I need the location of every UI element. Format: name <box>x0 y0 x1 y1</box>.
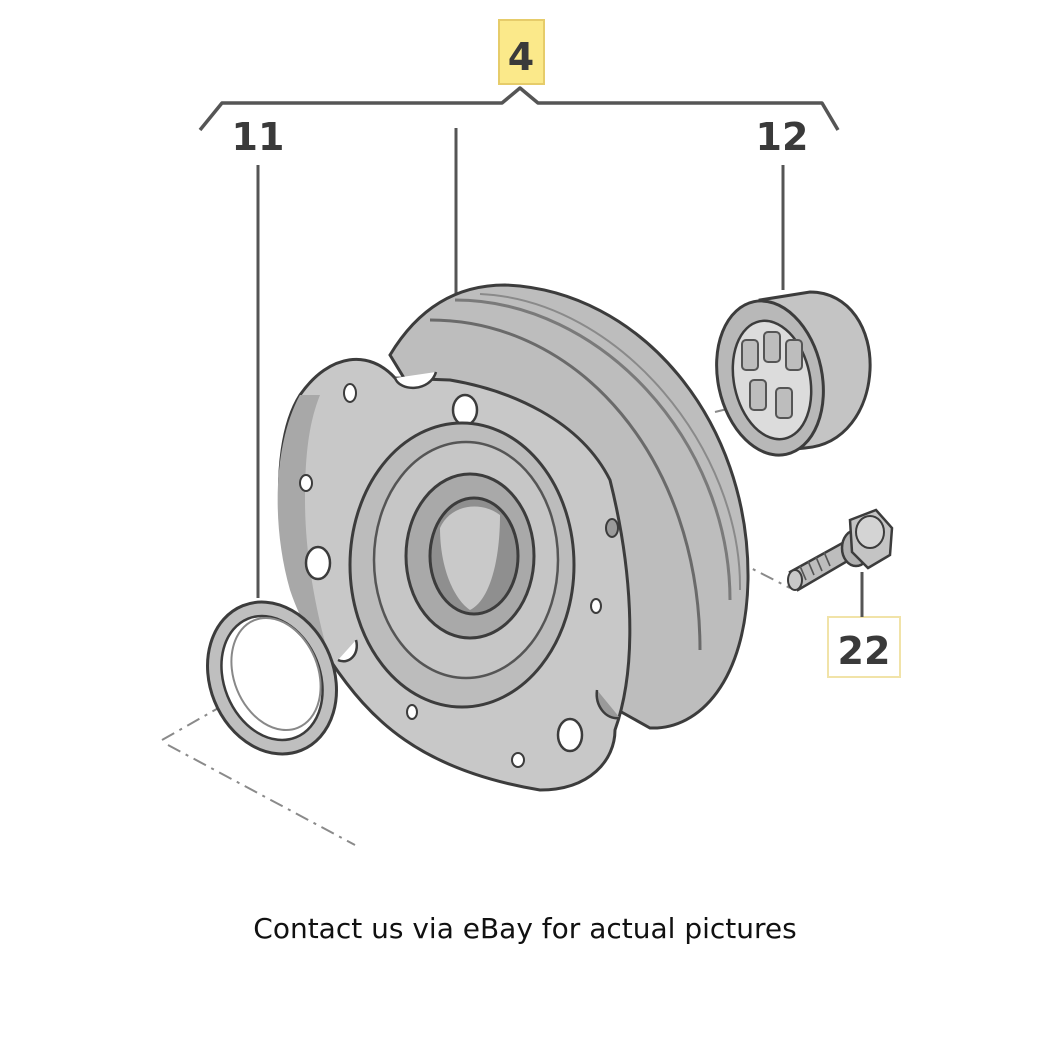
callout-22-box <box>827 616 901 678</box>
callout-11-label[interactable]: 11 <box>232 115 285 159</box>
group-bracket <box>198 86 840 132</box>
callout-22-label[interactable]: 22 <box>838 629 891 673</box>
callout-4-label[interactable]: 4 <box>508 35 534 79</box>
caption-text: Contact us via eBay for actual pictures <box>253 912 797 945</box>
hub-housing[interactable] <box>277 283 750 792</box>
callout-12-label[interactable]: 12 <box>756 115 809 159</box>
callout-4-highlight <box>498 19 545 85</box>
flange-bolt[interactable] <box>787 508 894 592</box>
needle-bearing[interactable] <box>703 290 872 465</box>
seal-ring[interactable] <box>185 582 358 773</box>
